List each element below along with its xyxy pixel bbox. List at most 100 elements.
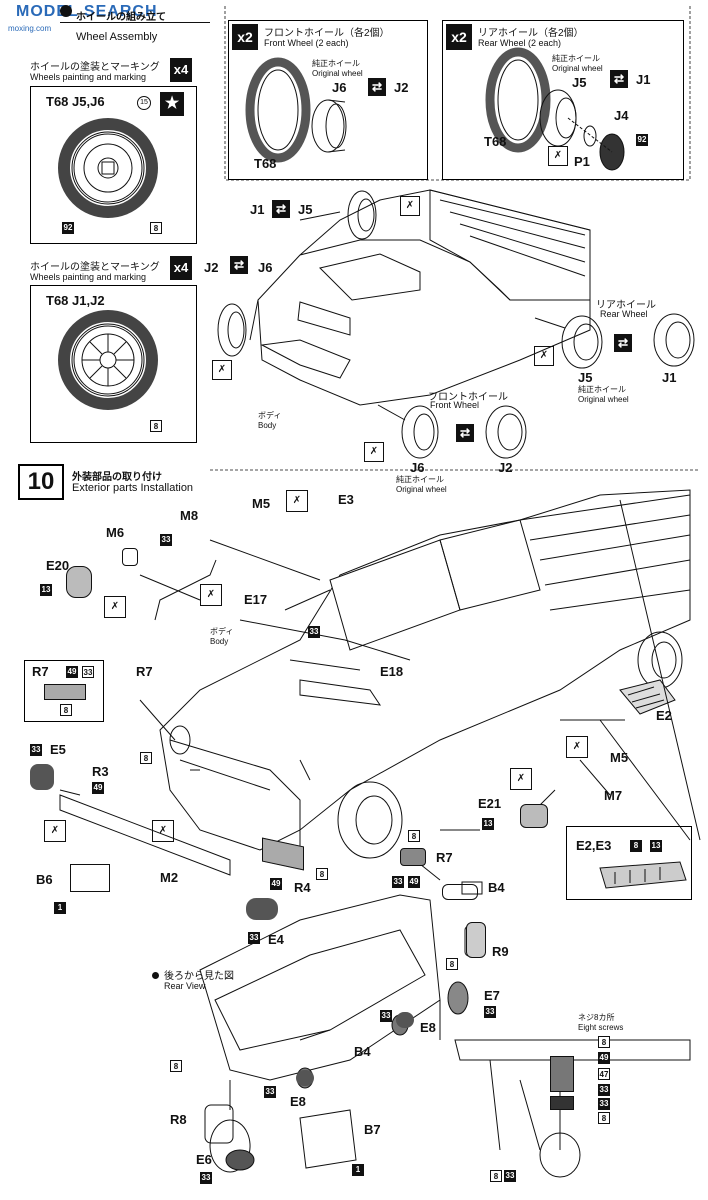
part-label: J1 — [250, 202, 265, 217]
part-label: E8 — [290, 1094, 306, 1109]
front-wheel-label-en: Front Wheel — [430, 400, 480, 410]
paint-badge: 33 — [160, 534, 172, 546]
decal-number-circle: 15 — [137, 96, 151, 110]
paint-code: T68 J5,J6 — [46, 94, 105, 109]
body-label-jp: ボディ — [258, 411, 282, 420]
part-label: E7 — [484, 988, 500, 1003]
original-wheel-jp: 純正ホイール — [312, 59, 360, 68]
step-title-en: Exterior parts Installation — [72, 482, 194, 494]
part-label: B7 — [364, 1122, 381, 1137]
paint-badge: 8 — [490, 1170, 502, 1182]
qty-badge: x2 — [446, 24, 472, 50]
swap-icon: ⇄ — [272, 200, 290, 218]
glue-icon: ✗ — [286, 490, 308, 512]
glass-shape — [442, 884, 478, 900]
qty-badge: x4 — [170, 58, 192, 82]
part-label: E17 — [244, 592, 268, 607]
decal-number: 15 — [140, 99, 148, 106]
paint-badge: 33 — [200, 1172, 212, 1184]
paint-badge: 8 — [170, 1060, 182, 1072]
lamp-shape — [550, 1096, 574, 1110]
glue-icon: ✗ — [212, 360, 232, 380]
bumper-shape — [59, 794, 231, 876]
e2-e3-paint-box — [566, 826, 692, 900]
part-label: E20 — [46, 558, 70, 573]
screws-label-jp: ネジ8カ所 — [578, 1013, 615, 1022]
part-label: R7 — [32, 664, 49, 679]
paint-badge: 49 — [270, 878, 282, 890]
wheel-paint-1-en: Wheels painting and marking — [30, 72, 147, 82]
section-underline — [60, 22, 210, 23]
paint-code: T68 J1,J2 — [46, 293, 105, 308]
part-label: B4 — [488, 880, 505, 895]
glue-icon: ✗ — [510, 768, 532, 790]
wheel-paint-2-en: Wheels painting and marking — [30, 272, 147, 282]
paint-badge: 47 — [598, 1068, 610, 1080]
lamp-shape — [44, 684, 86, 700]
rear-view-en: Rear View — [164, 981, 206, 991]
original-wheel-en: Original wheel — [312, 69, 363, 78]
glue-icon: ✗ — [534, 346, 554, 366]
part-label: J2 — [394, 80, 409, 95]
swap-icon: ⇄ — [614, 334, 632, 352]
lamp-shape — [550, 1056, 574, 1092]
original-wheel-en: Original wheel — [578, 395, 629, 404]
paint-badge: 8 — [630, 840, 642, 852]
front-wheel-label-jp: フロントホイール — [428, 392, 508, 403]
bumper-end-shape — [30, 764, 54, 790]
swap-icon: ⇄ — [368, 78, 386, 96]
part-label: J6 — [332, 80, 347, 95]
mirror-shape — [66, 566, 92, 598]
part-label: E8 — [420, 1020, 436, 1035]
paint-badge: 8 — [446, 958, 458, 970]
glue-icon: ✗ — [566, 736, 588, 758]
wheel-paint-1-box — [30, 86, 197, 244]
glue-icon: ✗ — [104, 596, 126, 618]
part-label: J2 — [498, 460, 513, 475]
step-number: 10 — [18, 464, 64, 500]
original-wheel-jp: 純正ホイール — [552, 54, 600, 63]
part-label: E21 — [478, 796, 502, 811]
body-label-en: Body — [210, 637, 229, 646]
paint-badge: 1 — [54, 902, 66, 914]
screws-label-en: Eight screws — [578, 1023, 624, 1032]
part-label: J5 — [572, 75, 587, 90]
body-label-en: Body — [258, 421, 277, 430]
part-label: J5 — [298, 202, 313, 217]
part-label: B6 — [36, 872, 53, 887]
paint-badge: 92 — [636, 134, 648, 146]
paint-badge: 8 — [598, 1036, 610, 1048]
part-label: M5 — [252, 496, 271, 511]
part-label: B4 — [354, 1044, 371, 1059]
part-label: J1 — [636, 72, 651, 87]
tire-label: T68 — [254, 156, 277, 171]
paint-badge: 92 — [62, 222, 74, 234]
part-label: E2 — [656, 708, 672, 723]
paint-badge: 8 — [60, 704, 72, 716]
part-label: M5 — [610, 750, 629, 765]
swap-icon: ⇄ — [230, 256, 248, 274]
part-label: E4 — [268, 932, 284, 947]
paint-badge: 8 — [316, 868, 328, 880]
part-label: M6 — [106, 525, 125, 540]
step-title-jp: 外装部品の取り付け — [72, 472, 162, 483]
paint-badge: 1 — [352, 1164, 364, 1176]
rear-wheel-label-jp: リアホイール — [596, 300, 656, 311]
part-label: M2 — [160, 870, 179, 885]
rear-view-jp: 後ろから見た図 — [164, 971, 234, 982]
paint-badge: 33 — [308, 626, 320, 638]
tire-1 — [58, 118, 158, 218]
paint-badge: 13 — [650, 840, 662, 852]
rear-wheel-en: Rear Wheel (2 each) — [478, 38, 562, 48]
part-label: J6 — [410, 460, 425, 475]
part-label: E2,E3 — [576, 838, 612, 853]
plate-shape — [70, 864, 110, 892]
bullet-icon — [152, 972, 159, 979]
paint-badge: 33 — [504, 1170, 516, 1182]
watermark-logo: moxing.com — [8, 24, 52, 33]
part-label: R3 — [92, 764, 109, 779]
paint-badge: 49 — [408, 876, 420, 888]
mirror-shape — [520, 804, 548, 828]
part-label: M7 — [604, 788, 623, 803]
swap-icon: ⇄ — [610, 70, 628, 88]
